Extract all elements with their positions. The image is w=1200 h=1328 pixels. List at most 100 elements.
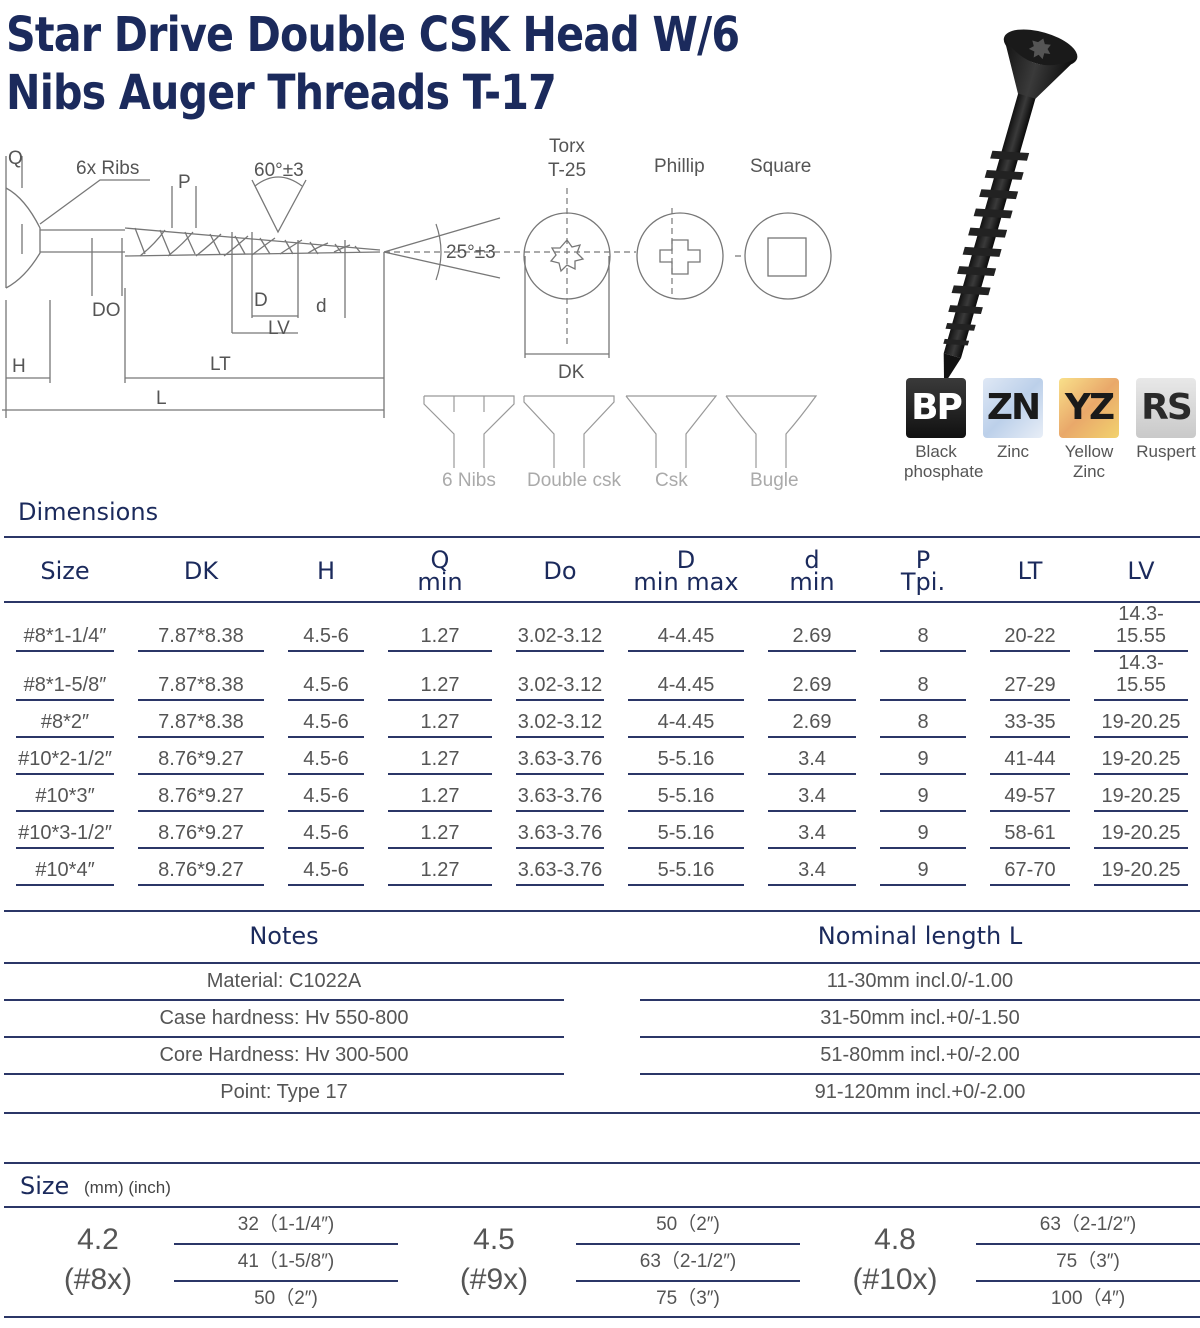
notes-header-rule [4,962,1200,964]
table-cell: 8 [868,701,978,738]
table-cell-value: 1.27 [388,822,492,849]
finish-rs: RS Ruspert [1134,378,1198,462]
table-cell-value: #8*2″ [16,711,114,738]
table-cell: 3.02-3.12 [504,652,616,701]
note-item: Case hardness: Hv 550-800 [4,1001,564,1038]
head-double-csk-icon [523,395,615,468]
dimensions-header-bottom: Tpi. [900,567,946,596]
label-d-minor: d [316,296,327,317]
table-cell-value: 8 [880,674,966,701]
dimensions-header-top: H [316,556,336,585]
page-title: Star Drive Double CSK Head W/6 Nibs Auge… [6,6,740,122]
table-cell: #10*4″ [4,849,126,886]
dimensions-header-top: Size [40,556,90,585]
table-cell-value: 19-20.25 [1094,711,1188,738]
table-cell-value: 5-5.16 [628,822,744,849]
table-cell: 8.76*9.27 [126,738,276,775]
table-cell: 9 [868,738,978,775]
finish-yz-badge: YZ [1059,378,1119,438]
dimensions-header-top: d [804,545,820,574]
notes-bottom-rule [4,1112,1200,1114]
table-cell-value: 2.69 [768,711,856,738]
table-cell-value: 9 [880,748,966,775]
finish-bp: BP Black phosphate [904,378,983,482]
table-cell-value: 1.27 [388,748,492,775]
table-cell: 4.5-6 [276,602,376,652]
label-lv: LV [268,318,290,339]
finish-yz-label2: Zinc [1072,462,1106,481]
table-cell-value: 4.5-6 [288,625,364,652]
dimensions-header-cell: DK [126,540,276,602]
table-cell-value: 27-29 [990,674,1070,701]
head-double-csk-label: Double csk [527,470,621,491]
table-cell: 7.87*8.38 [126,602,276,652]
table-cell-value: 8 [880,625,966,652]
table-cell-value: 5-5.16 [628,785,744,812]
finish-zn-badge: ZN [983,378,1043,438]
table-cell: 1.27 [376,738,504,775]
label-l: L [156,388,167,409]
dimensions-header-top: Q [430,545,450,574]
table-cell: 2.69 [756,701,868,738]
drive-torx-label: Torx [549,136,585,157]
size-bottom-rule [4,1316,1200,1318]
table-cell-value: 3.4 [768,822,856,849]
size-gauge-label: (#10x) [852,1263,938,1296]
table-cell: 1.27 [376,775,504,812]
size-title: Size [20,1172,70,1200]
phillip-drive-icon [636,212,724,300]
table-cell-value: 7.87*8.38 [138,711,264,738]
dimensions-header-top: Do [543,556,577,585]
finish-bp-label1: Black [915,442,957,461]
table-cell-value: 19-20.25 [1094,859,1188,886]
table-cell: 4.5-6 [276,701,376,738]
size-length-item: 75（3″) [976,1245,1200,1282]
title-line-2: Nibs Auger Threads T-17 [6,65,557,121]
head-csk-label: Csk [655,470,688,491]
label-h: H [12,356,26,377]
table-cell: 3.4 [756,775,868,812]
table-cell: 7.87*8.38 [126,701,276,738]
table-cell-value: 1.27 [388,785,492,812]
table-cell-value: 7.87*8.38 [138,674,264,701]
table-cell: 3.02-3.12 [504,701,616,738]
dimensions-header-cell: LV [1082,540,1200,602]
table-cell: 8.76*9.27 [126,812,276,849]
dimensions-header-cell: LT [978,540,1082,602]
table-cell-value: 33-35 [990,711,1070,738]
table-cell-value: #10*2-1/2″ [16,748,114,775]
table-cell: 19-20.25 [1082,812,1200,849]
table-cell: 3.02-3.12 [504,602,616,652]
size-gauge-label: (#9x) [459,1263,529,1296]
size-mm-label: 4.5 [473,1223,515,1256]
table-cell-value: 3.4 [768,859,856,886]
table-cell: 9 [868,812,978,849]
table-cell-value: 4.5-6 [288,785,364,812]
table-cell-value: 3.63-3.76 [516,822,604,849]
torx-star-icon [549,238,585,273]
size-length-item: 75（3″) [656,1288,720,1309]
size-length-item: 41（1-5/8″) [174,1245,398,1282]
torx-recess-icon [1028,38,1051,60]
table-cell: 3.63-3.76 [504,812,616,849]
size-mm-label: 4.2 [77,1223,119,1256]
table-cell: 3.63-3.76 [504,775,616,812]
table-cell: 14.3-15.55 [1082,602,1200,652]
size-length-item: 63（2-1/2″) [976,1208,1200,1245]
table-cell-value: 3.02-3.12 [516,625,604,652]
nominal-item: 11-30mm incl.0/-1.00 [640,964,1200,1001]
table-cell-value: 4.5-6 [288,748,364,775]
drive-phillip-label: Phillip [654,156,705,177]
drive-torx-size-label: T-25 [548,160,586,181]
phillip-cross-icon [659,239,701,275]
table-cell: 5-5.16 [616,738,756,775]
table-cell: 2.69 [756,602,868,652]
dimensions-header-bottom: min max [633,567,739,596]
table-cell-value: 8.76*9.27 [138,822,264,849]
